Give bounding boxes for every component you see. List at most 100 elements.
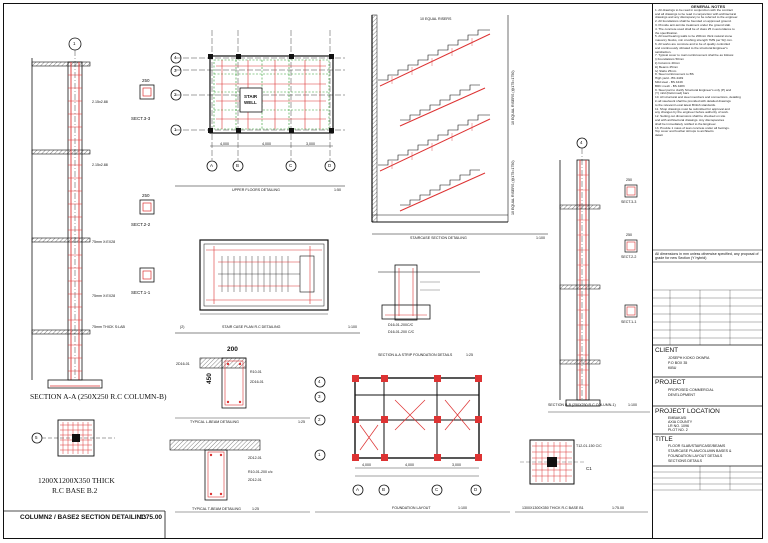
sheet-bottom-label: COLUMN2 / BASE2 SECTION DETAILING [20,514,147,521]
foundation-layout-scale: 1:100 [458,506,467,510]
note-line: i) Foundations 50mm [655,57,685,62]
staircase-section-drawing [371,14,548,235]
t-beam-scale: 1:25 [252,507,259,511]
foundation-layout-drawing [314,375,510,513]
upper-dim-2: 4,000 [262,142,271,146]
note-line: satisfaction. [655,49,672,54]
section-bb-sect-22: SECT.2-2 [621,255,637,259]
note-line: Top cover and fourbar stirrups to archit… [655,129,714,134]
t-beam-label-3: 2D12-01 [248,478,262,482]
note-line: (Y) mild (Deformed) bars [655,91,690,96]
note-line: and all drawings to be read in conjuncti… [655,11,736,16]
base-b1-scale: 1:75.00 [612,506,624,510]
note-line: 5. All load bearing walls to be 200mm th… [655,34,733,39]
l-beam-drawing [175,357,310,419]
l-beam-label-3: 2D16-01 [250,380,264,384]
strip-label-1: D16-01-200C/C [388,323,414,327]
upper-col-b: B [236,163,240,168]
found-row-4: 4 [318,379,321,384]
l-beam-title: TYPICAL L-BEAM DETAILING [190,420,239,424]
base-b1-bubble: C1 [586,466,592,471]
base-b2-title-line2: R.C BASE B.2 [52,486,98,495]
note-line: to the relevant Local latest British sta… [655,102,716,107]
client-line-3: KIBU [668,366,677,370]
note-line: 8. Steel reinforcement to BS [655,72,694,77]
section-aa-level-2: 2.15x2.88 [92,163,108,167]
note-line: BRC mesh - BS 4483 [655,83,685,88]
section-aa-gridline-bubble: 1 [73,41,76,46]
upper-floors-drawing [170,30,345,187]
section-bb-scale: 1:100 [628,403,637,407]
stair-plan-title: STAIR CASE PLAN R.C DETAILING [222,325,281,329]
upper-row-2: 2 [174,92,177,97]
found-col-c: C [435,487,439,492]
upper-dim-1: 4,000 [220,142,229,146]
stair-well-label-1: STAIR [244,94,258,99]
section-bb-bubble: 4 [580,140,583,145]
general-notes: GENERAL NOTES 1. All drawings to be read… [655,5,761,138]
strip-foundation-drawing [378,264,480,321]
base-b2-bubble: 5 [35,435,38,440]
section-aa-drawing [31,37,155,389]
stair-side-label-2: 10 EQUAL RISERS (@175=1750) [511,160,515,215]
strip-foundation-title: SECTION A-A STRIP FOUNDATION DETAILS [378,353,453,357]
notes-list: 1. All drawings to be read in conjunctio… [655,8,761,138]
client-label: CLIENT [655,347,679,354]
title-block-grid [652,249,763,491]
upper-dim-3: 3,000 [306,142,315,146]
upper-floors-title: UPPER FLOORS DETAILING [232,188,280,192]
title-line-2: STAIRCASE PLAN/COLUMN BASES & [668,449,732,453]
title-line-4: SECTIONS DETAILS [668,459,703,463]
client-line-2: P.O BOX 35 [668,361,688,365]
strip-label-2: D16-01-200 C/C [388,330,415,334]
section-aa-level-5: 75mm THICK S:LAB [92,325,125,329]
staircase-section-title: STAIRCASE SECTION DETAILING [410,236,467,240]
location-line-1: EMBAKASI [668,416,687,420]
section-aa-level-3: 75mm X:EX28 [92,240,116,244]
found-row-2: 2 [318,417,321,422]
stair-well-label-2: WELL [244,100,257,105]
found-dim-2: 4,000 [405,463,414,467]
staircase-plan-drawing [175,239,360,334]
base-b2-title-line1: 1200X1200X350 THICK [38,476,115,485]
base-b1-drawing [515,439,648,513]
t-beam-label-2: R10-01-200 c/c [248,470,273,474]
note-line: 13. Provide 1 mass of lean concrete unde… [655,125,730,130]
note-line: iv) Slabs 25mm [655,68,677,73]
note-line: and continuously vibrated to the structu… [655,45,728,50]
project-label: PROJECT [655,379,686,386]
upper-col-a: A [210,163,214,168]
client-line-1: JOSEPH KIOKO OKWRA [668,356,710,360]
section-aa-level-1: 2.15x2.88 [92,100,108,104]
stair-plan-scale: 1:100 [348,325,357,329]
found-dim-3: 3,000 [452,463,461,467]
note-line: shall be immediately notified to the Eng… [655,121,717,126]
found-col-a: A [356,487,360,492]
location-line-4: PLOT NO. 2 [668,428,688,432]
l-beam-height: 450 [206,373,213,384]
note-line: ii) Columns 40mm [655,60,680,65]
title-label: TITLE [655,436,673,443]
found-col-b: B [382,487,386,492]
section-aa-level-4: 75mm X:EX28 [92,294,116,298]
sheet-bottom-scale: 1:75.00 [140,514,163,521]
t-beam-title: TYPICAL T-BEAM DETAILING [192,507,241,511]
project-line-2: DEVELOPMENT [668,393,696,397]
l-beam-width: 200 [227,346,238,353]
note-line: 7. Typical cover to main reinforcement s… [655,53,735,58]
note-line: 10. All structural and steel members and… [655,95,741,100]
note-extra: All dimensions in mm unless otherwise sp… [655,252,759,260]
title-line-1: FLOOR SLAB/STAIRCASE/BEAMS [668,444,726,448]
upper-floors-scale: 1:50 [334,188,341,192]
found-row-3: 3 [318,394,321,399]
base-b2-drawing [31,419,115,457]
note-line: and with architectural drawings. Any dis… [655,117,725,122]
found-col-d: D [474,487,478,492]
sect-33-label: SECT.3-3 [131,116,151,121]
section-bb-sect-33: SECT.3-3 [621,200,637,204]
stair-plan-bubble: (2) [180,325,185,329]
location-label: PROJECT LOCATION [655,408,720,415]
note-line: 3. Provide anti-termite treatment under … [655,22,732,27]
base-b1-label: T12-01-150 C/C [576,444,602,448]
